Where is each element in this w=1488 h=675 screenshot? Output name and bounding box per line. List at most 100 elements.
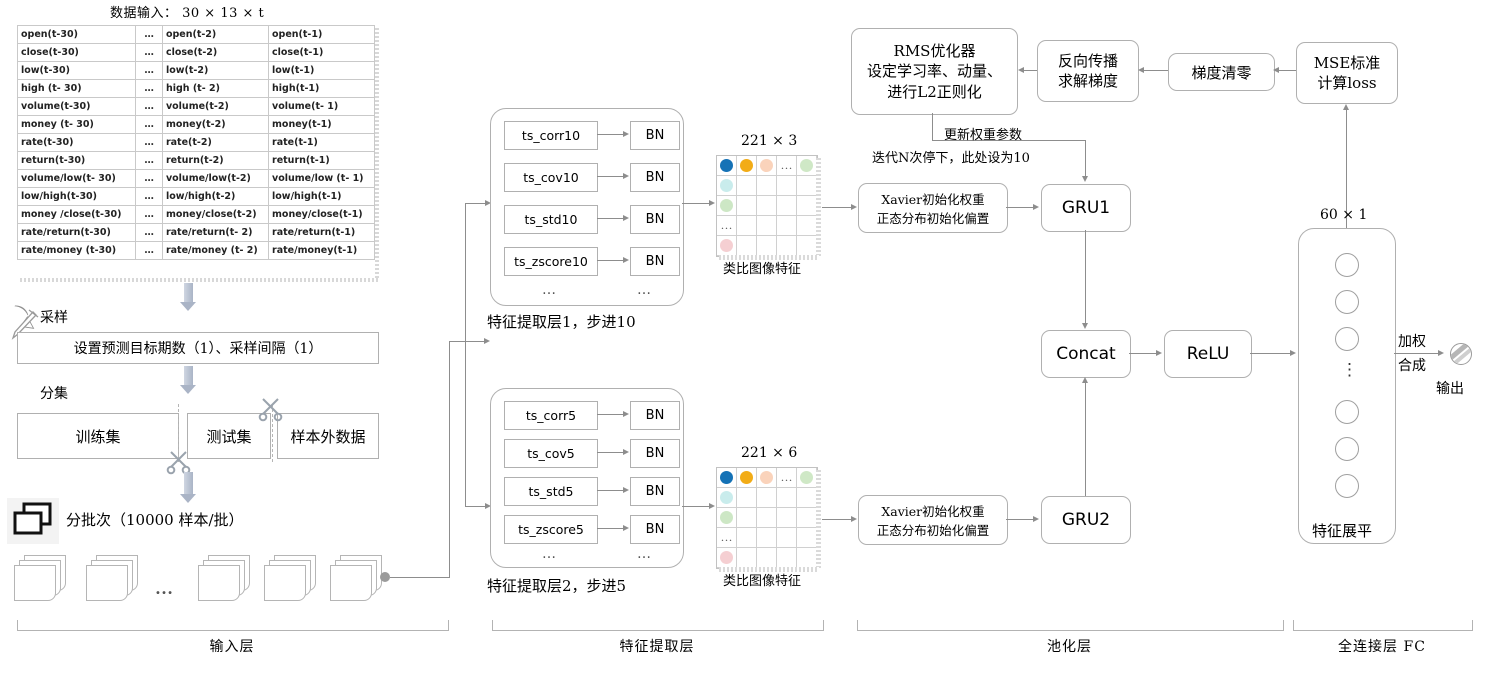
- fe2-bn-2[interactable]: BN: [630, 477, 680, 506]
- table-cell: volume(t- 1): [268, 97, 375, 116]
- backprop-box[interactable]: 反向传播 求解梯度: [1037, 40, 1139, 102]
- feature-map-cell: [717, 236, 737, 256]
- fe2-op-arrow-line-2: [597, 490, 626, 491]
- arrow-sampling-to-split: [180, 366, 197, 394]
- train-set-label: 训练集: [75, 427, 121, 446]
- fmap1-to-init-arrow: [851, 203, 857, 210]
- fe1-bn-3[interactable]: BN: [630, 247, 680, 276]
- feature-map-cell: [777, 488, 797, 508]
- out-of-sample-box[interactable]: 样本外数据: [277, 413, 379, 459]
- feature-map-cell: [737, 548, 757, 568]
- gru2-label: GRU2: [1061, 510, 1111, 530]
- fe1-bn-0[interactable]: BN: [630, 121, 680, 150]
- fe2-op-0[interactable]: ts_corr5: [504, 401, 598, 430]
- cut-line-1: [178, 404, 179, 462]
- relu-label: ReLU: [1186, 344, 1230, 364]
- table-cell: …: [135, 151, 163, 170]
- table-row: close(t-30)…close(t-2)close(t-1): [16, 43, 375, 62]
- init-box-2[interactable]: Xavier初始化权重 正态分布初始化偏置: [858, 495, 1008, 545]
- fe2-bn-1[interactable]: BN: [630, 439, 680, 468]
- feature-map-dot: [800, 471, 813, 484]
- branch-arrow-mid: [484, 337, 490, 344]
- table-cell: …: [135, 223, 163, 242]
- fe1-bn-1[interactable]: BN: [630, 163, 680, 192]
- feature-map-cell: [757, 468, 777, 488]
- feature-map-2: ……: [716, 467, 818, 569]
- gru2-box[interactable]: GRU2: [1041, 496, 1131, 544]
- bracket-feature-layer: [492, 620, 824, 631]
- table-cell: money /close(t-30): [16, 205, 137, 224]
- backprop-line2: 求解梯度: [1057, 72, 1118, 90]
- feature-map-cell: [717, 548, 737, 568]
- fe2-bn-label: BN: [645, 484, 665, 499]
- fe2-op-2[interactable]: ts_std5: [504, 477, 598, 506]
- zero-grad-label: 梯度清零: [1191, 63, 1252, 82]
- fe2-op-3[interactable]: ts_zscore5: [504, 515, 598, 544]
- sampling-config-box[interactable]: 设置预测目标期数（1）、采样间隔（1）: [17, 332, 379, 364]
- fe2-bn-3[interactable]: BN: [630, 515, 680, 544]
- table-cell: volume/low (t- 1): [268, 169, 375, 188]
- table-cell: volume(t-2): [161, 97, 270, 116]
- fe1-bn-2[interactable]: BN: [630, 205, 680, 234]
- table-cell: …: [135, 97, 163, 116]
- fe1-op-label: ts_corr10: [521, 128, 581, 143]
- backprop-line1: 反向传播: [1057, 51, 1118, 70]
- feature-map-cell: [757, 176, 777, 196]
- fmap2-caption: 类比图像特征: [723, 574, 802, 589]
- fe1-op-arrow-3: [623, 256, 629, 263]
- zero-grad-box[interactable]: 梯度清零: [1168, 53, 1275, 91]
- feature-map-cell: [777, 508, 797, 528]
- fmap2-to-init-line: [822, 519, 854, 520]
- feature-map-cell: [717, 156, 737, 176]
- table-cell: low/high(t-1): [268, 187, 375, 206]
- mse-box[interactable]: MSE标准 计算loss: [1296, 42, 1398, 104]
- fe1-op-arrow-line-0: [597, 134, 626, 135]
- fmap2-size: 221 × 6: [741, 445, 798, 461]
- rms-line3: 进行L2正则化: [887, 82, 982, 101]
- table-row: low(t-30)…low(t-2)low(t-1): [16, 61, 375, 80]
- feature-map-cell: [737, 196, 757, 216]
- feature-map-cell: [757, 508, 777, 528]
- train-set-box[interactable]: 训练集: [17, 413, 179, 459]
- test-set-box[interactable]: 测试集: [187, 413, 271, 459]
- table-shadow-right: [375, 28, 379, 278]
- relu-box[interactable]: ReLU: [1164, 330, 1252, 378]
- table-cell: low(t-30): [16, 61, 137, 80]
- fe1-op-3[interactable]: ts_zscore10: [504, 247, 598, 276]
- rms-optimizer-box[interactable]: RMS优化器 设定学习率、动量、 进行L2正则化: [851, 28, 1018, 115]
- fc-neuron-2: [1335, 327, 1359, 351]
- table-cell: close(t-2): [161, 43, 270, 62]
- rms-line1: RMS优化器: [893, 42, 976, 61]
- fe2-bn-0[interactable]: BN: [630, 401, 680, 430]
- cut-line-2: [272, 404, 273, 462]
- feature-map-dot: [720, 239, 733, 252]
- input-data-table: open(t-30)…open(t-2)open(t-1)close(t-30)…: [16, 25, 375, 260]
- fe1-op-0[interactable]: ts_corr10: [504, 121, 598, 150]
- fe1-op-1[interactable]: ts_cov10: [504, 163, 598, 192]
- fe1-bn-label: BN: [645, 212, 665, 227]
- table-cell: volume/low(t-2): [161, 169, 270, 188]
- document-sheet: [14, 565, 56, 601]
- fc-neuron-3: [1335, 400, 1359, 424]
- init-box-1[interactable]: Xavier初始化权重 正态分布初始化偏置: [858, 183, 1008, 233]
- fe1-op-2[interactable]: ts_std10: [504, 205, 598, 234]
- fe2-bn-label: BN: [645, 522, 665, 537]
- fc-to-mse-line: [1346, 110, 1347, 230]
- table-cell: …: [135, 133, 163, 152]
- table-row: low/high(t-30)…low/high(t-2)low/high(t-1…: [16, 187, 375, 206]
- rms-update-h: [932, 140, 1085, 141]
- fe2-bn-label: BN: [645, 446, 665, 461]
- table-cell: money(t-2): [161, 115, 270, 134]
- fe2-op-1[interactable]: ts_cov5: [504, 439, 598, 468]
- branch-line-h3: [465, 506, 488, 507]
- table-cell: …: [135, 241, 163, 260]
- zerograd-to-backprop-line: [1144, 70, 1168, 71]
- gru1-to-concat-arrow: [1081, 323, 1088, 329]
- feature-map-cell: [797, 216, 817, 236]
- table-cell: rate/money (t- 2): [161, 241, 270, 260]
- table-cell: return(t-1): [268, 151, 375, 170]
- bracket-fc-layer-label: 全连接层 FC: [1338, 639, 1426, 655]
- gru1-box[interactable]: GRU1: [1041, 184, 1131, 232]
- bracket-input-layer-label: 输入层: [209, 639, 255, 655]
- concat-box[interactable]: Concat: [1041, 330, 1131, 378]
